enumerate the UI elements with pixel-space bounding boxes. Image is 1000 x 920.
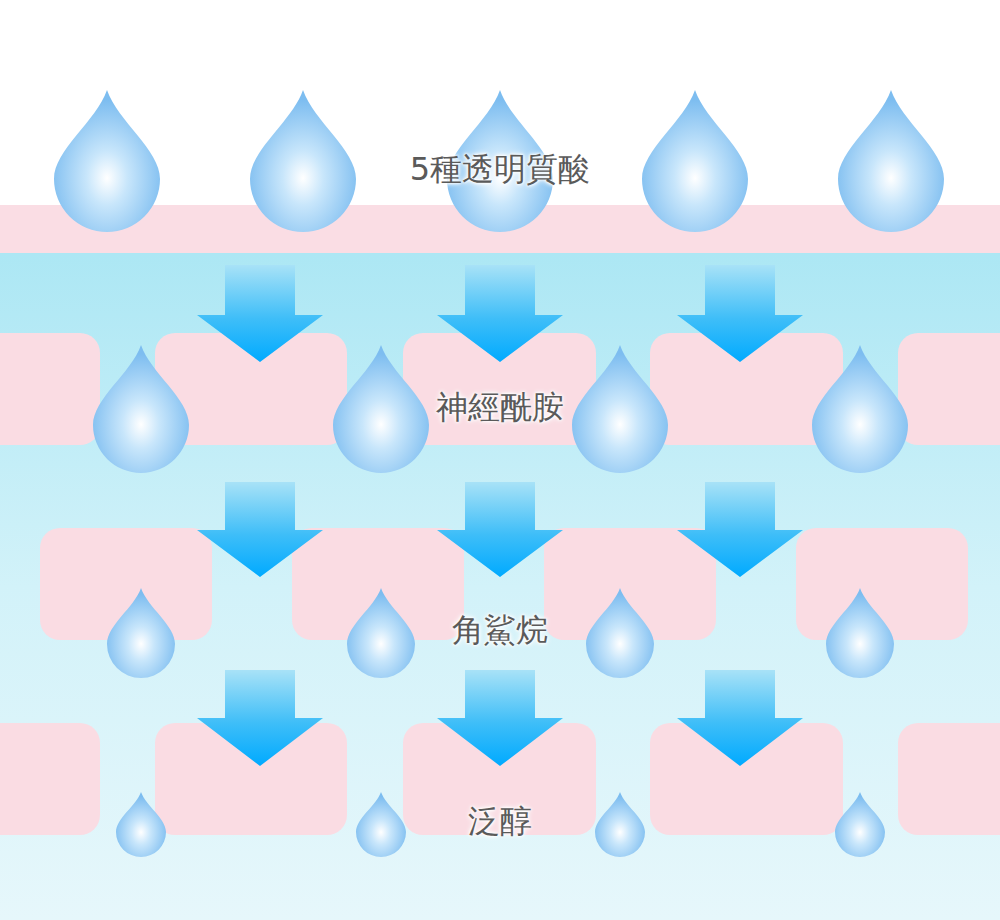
water-drop [347, 588, 415, 678]
dermis-ground [0, 253, 1000, 920]
water-drop [812, 345, 908, 473]
skin-cell [898, 333, 1000, 445]
down-arrow [437, 482, 563, 577]
ingredient-label: 角鯊烷 [452, 613, 548, 648]
down-arrow [677, 482, 803, 577]
water-drop [93, 345, 189, 473]
water-drop [826, 588, 894, 678]
water-drop [116, 792, 166, 857]
down-arrow [677, 265, 803, 362]
down-arrow [197, 670, 323, 766]
skin-cell [898, 723, 1000, 835]
water-drop [642, 90, 748, 232]
down-arrow [677, 670, 803, 766]
down-arrow [437, 265, 563, 362]
water-drop [54, 90, 160, 232]
down-arrow [197, 265, 323, 362]
skin-cell [0, 333, 100, 445]
ingredient-label: 泛醇 [468, 804, 532, 839]
skin-cell [0, 723, 100, 835]
water-drop [586, 588, 654, 678]
water-drop [107, 588, 175, 678]
down-arrow [437, 670, 563, 766]
water-drop [838, 90, 944, 232]
water-drop [356, 792, 406, 857]
water-drop [250, 90, 356, 232]
water-drop [595, 792, 645, 857]
ingredient-label: 神經酰胺 [436, 390, 564, 425]
ingredient-label: 5種透明質酸 [410, 152, 590, 187]
water-drop [835, 792, 885, 857]
water-drop [333, 345, 429, 473]
water-drop [572, 345, 668, 473]
down-arrow [197, 482, 323, 577]
